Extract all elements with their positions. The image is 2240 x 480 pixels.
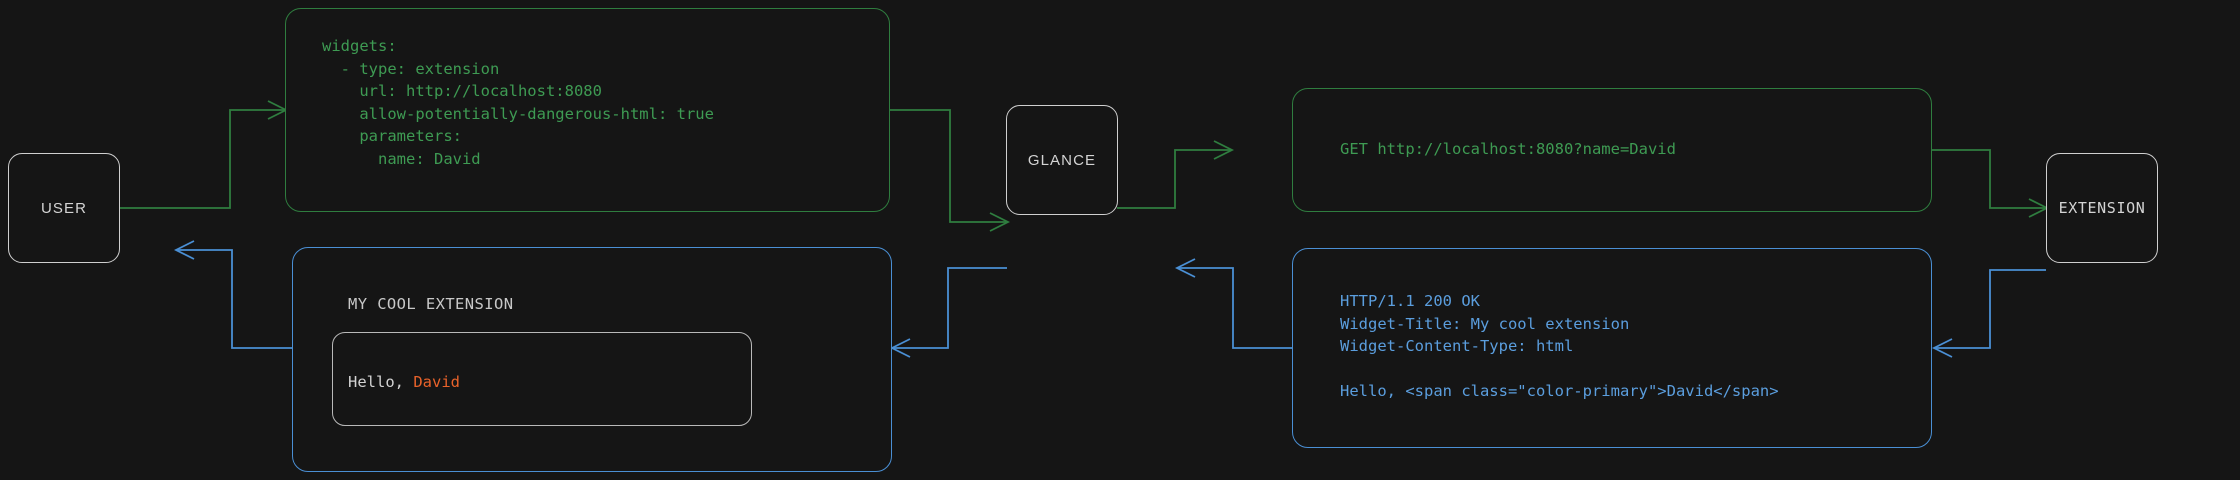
edge-config-to-glance — [890, 109, 1011, 232]
edge-request-to-extension — [1932, 149, 2050, 218]
node-extension-label: EXTENSION — [2058, 199, 2146, 217]
node-user[interactable]: USER — [8, 153, 120, 263]
widget-preview-card — [332, 332, 752, 426]
node-glance-label: GLANCE — [1027, 151, 1097, 169]
widget-preview-body: Hello, David — [348, 373, 460, 391]
message-http-response — [1292, 248, 1932, 448]
message-http-request-text: GET http://localhost:8080?name=David — [1340, 140, 1676, 158]
widget-preview-title: MY COOL EXTENSION — [348, 295, 514, 313]
widget-preview-body-prefix: Hello, — [348, 373, 414, 391]
edge-response-to-glance — [1174, 258, 1292, 349]
edge-glance-to-request — [1117, 140, 1235, 209]
node-glance[interactable]: GLANCE — [1006, 105, 1118, 215]
edge-glance-to-preview — [889, 267, 1007, 358]
message-config-text: widgets: - type: extension url: http://l… — [322, 37, 714, 168]
message-http-request — [1292, 88, 1932, 212]
edge-user-to-config — [119, 100, 289, 209]
edge-extension-to-response — [1931, 269, 2046, 358]
node-extension[interactable]: EXTENSION — [2046, 153, 2158, 263]
message-config — [285, 8, 890, 212]
edge-preview-to-user — [173, 240, 292, 349]
node-user-label: USER — [40, 199, 88, 217]
message-http-response-text: HTTP/1.1 200 OK Widget-Title: My cool ex… — [1340, 292, 1779, 400]
widget-preview-body-accent: David — [413, 373, 460, 391]
